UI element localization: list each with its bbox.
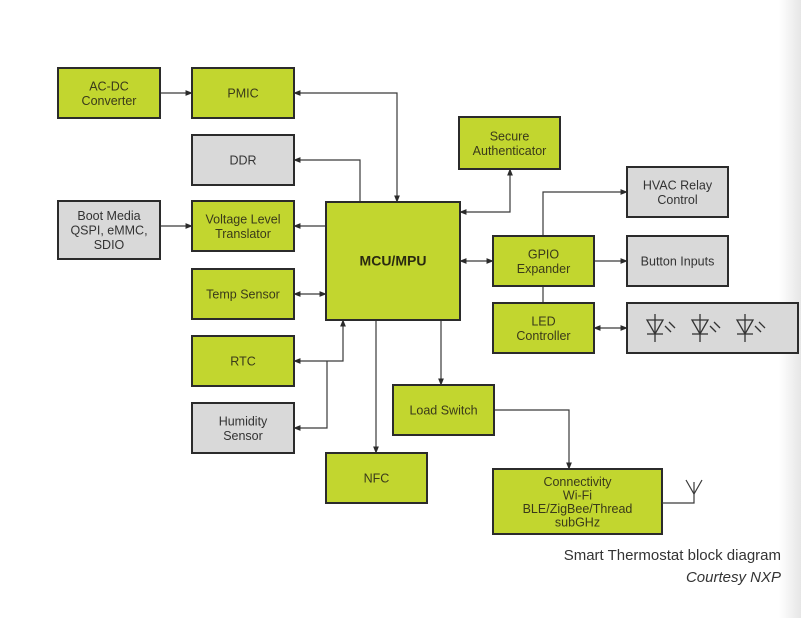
- temp-label: Temp Sensor: [206, 288, 280, 302]
- boot-label: QSPI, eMMC,: [70, 224, 147, 238]
- hvac-label: Control: [657, 193, 697, 207]
- hvac-box: [626, 166, 729, 218]
- conn-label: Connectivity: [543, 475, 612, 489]
- wire-mcu-rtc: [293, 319, 346, 364]
- led-diode-icon: [735, 314, 766, 342]
- led-diode-icon: [645, 314, 676, 342]
- boot-box: [57, 200, 161, 260]
- connections: [160, 90, 628, 470]
- caption-title: Smart Thermostat block diagram: [563, 547, 781, 564]
- nfc-label: NFC: [364, 472, 390, 486]
- wire-mcu-secure: [459, 168, 513, 215]
- vlt-label: Voltage Level: [205, 212, 280, 226]
- ddr-box: [191, 134, 295, 186]
- pmic-label: PMIC: [227, 87, 258, 101]
- caption-credit: Courtesy NXP: [685, 569, 781, 586]
- button-label: Button Inputs: [641, 255, 715, 269]
- gpio-label: Expander: [517, 262, 571, 276]
- temp-box: [191, 268, 295, 320]
- conn-label: Wi-Fi: [563, 488, 592, 502]
- wire-gpio-hvac: [542, 189, 628, 236]
- secure-label: Authenticator: [473, 144, 547, 158]
- wire-load-conn: [494, 409, 572, 470]
- rtc-label: RTC: [230, 355, 255, 369]
- antenna-icon: [662, 479, 703, 504]
- led-box: [492, 302, 595, 354]
- led-label: Controller: [516, 329, 570, 343]
- conn-box: [492, 468, 663, 535]
- vlt-box: [191, 200, 295, 252]
- load-box: [392, 384, 495, 436]
- humidity-box: [191, 402, 295, 454]
- rtc-box: [191, 335, 295, 387]
- nfc-box: [325, 452, 428, 504]
- block-pmic: PMIC: [191, 67, 295, 119]
- block-leds: [626, 302, 799, 354]
- pmic-box: [191, 67, 295, 119]
- conn-label: subGHz: [555, 515, 600, 529]
- load-label: Load Switch: [409, 404, 477, 418]
- humidity-label: Sensor: [223, 429, 263, 443]
- acdc-label: Converter: [82, 94, 137, 108]
- boot-label: SDIO: [94, 238, 125, 252]
- block-load: Load Switch: [392, 384, 495, 436]
- block-rtc: RTC: [191, 335, 295, 387]
- block-mcu: MCU/MPU: [325, 201, 461, 321]
- block-nfc: NFC: [325, 452, 428, 504]
- mcu-box: [325, 201, 461, 321]
- block-button: Button Inputs: [626, 235, 729, 287]
- button-box: [626, 235, 729, 287]
- led-diode-icon: [690, 314, 721, 342]
- hvac-label: HVAC Relay: [643, 178, 713, 192]
- block-temp: Temp Sensor: [191, 268, 295, 320]
- boot-label: Boot Media: [77, 209, 140, 223]
- acdc-label: AC-DC: [89, 79, 129, 93]
- block-ddr: DDR: [191, 134, 295, 186]
- secure-box: [458, 116, 561, 170]
- led-label: LED: [531, 314, 555, 328]
- wire-bus-humidity: [293, 361, 328, 431]
- gpio-label: GPIO: [528, 247, 560, 261]
- vlt-label: Translator: [215, 227, 271, 241]
- wire-mcu-ddr: [293, 157, 361, 202]
- conn-label: BLE/ZigBee/Thread: [523, 502, 633, 516]
- gpio-box: [492, 235, 595, 287]
- wire-pmic-mcu: [293, 90, 400, 203]
- acdc-box: [57, 67, 161, 119]
- secure-label: Secure: [490, 129, 530, 143]
- ddr-label: DDR: [229, 154, 256, 168]
- mcu-label: MCU/MPU: [360, 253, 427, 269]
- humidity-label: Humidity: [219, 414, 268, 428]
